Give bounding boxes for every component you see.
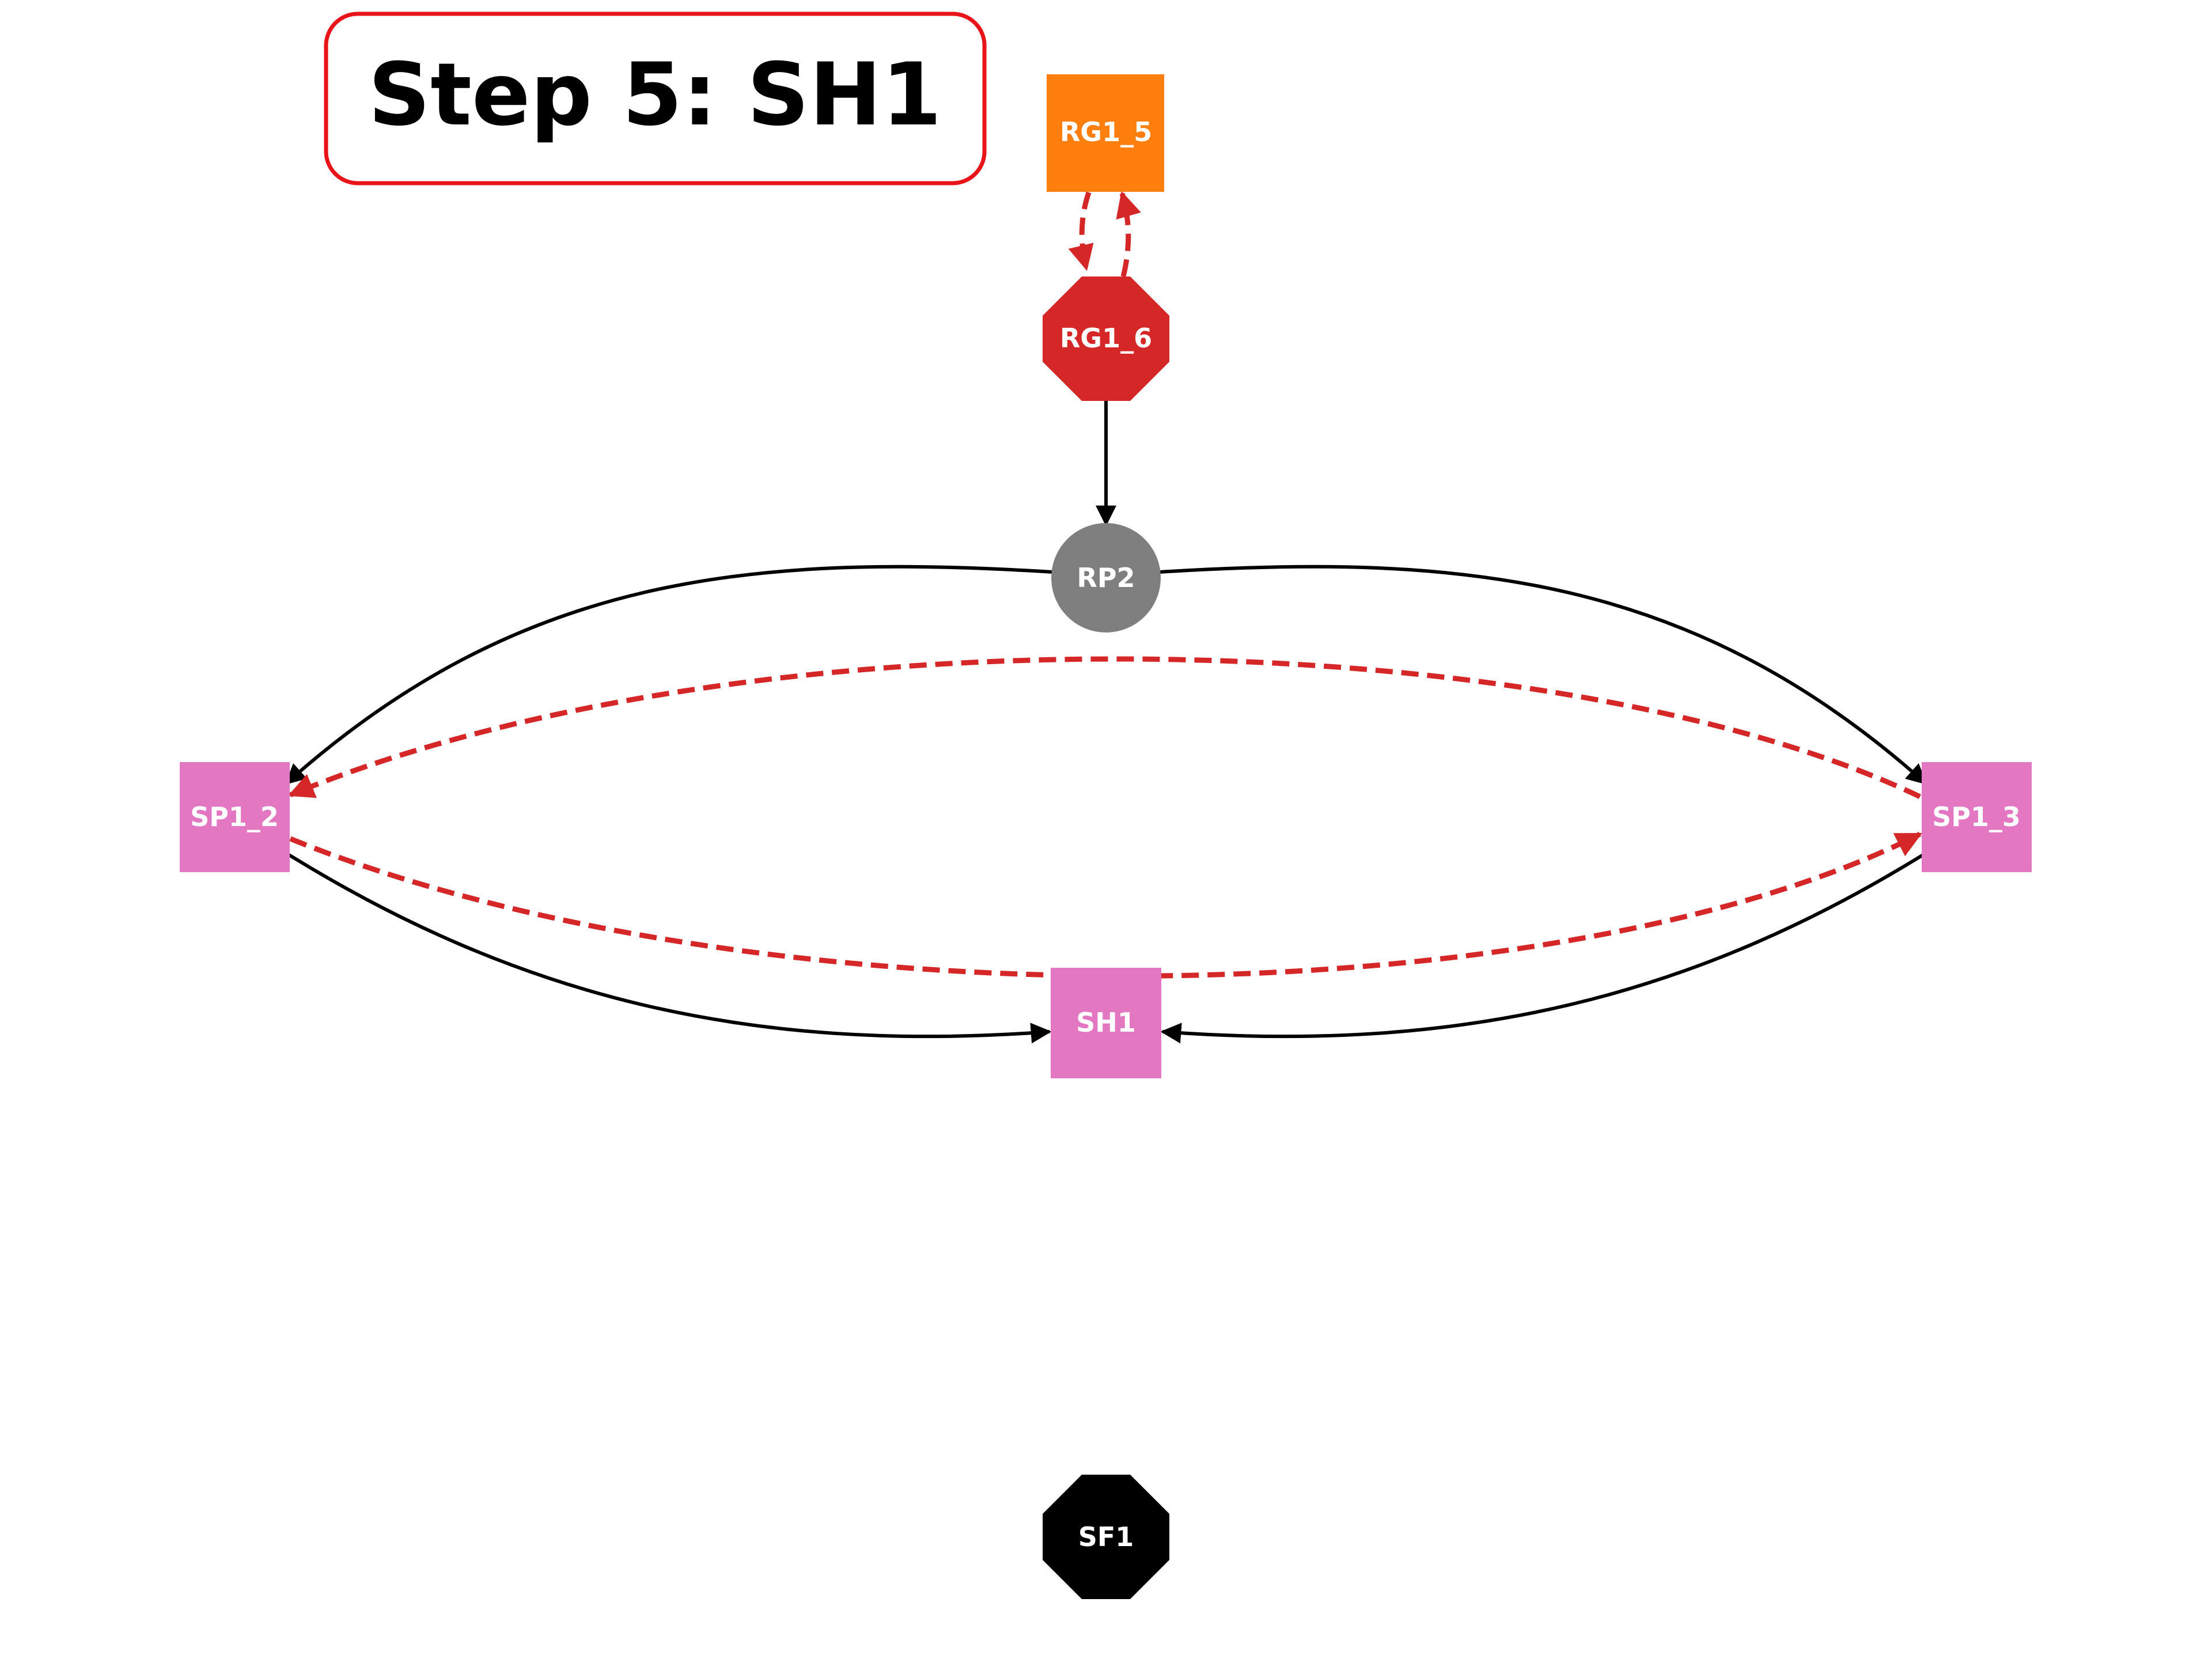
- rg1_5-label: RG1_5: [1060, 116, 1152, 147]
- title-box: Step 5: SH1: [324, 12, 987, 185]
- sf1-octagon: [1043, 1475, 1169, 1599]
- edge-sp1_3-to-sp1_2: [287, 656, 1921, 800]
- sh1-square: [1051, 968, 1161, 1078]
- sp1_2-square: [180, 762, 290, 872]
- rg1_5-square: [1047, 74, 1164, 192]
- rg1_6-octagon: [1043, 276, 1169, 401]
- node-sp1_2: SP1_2: [180, 762, 290, 872]
- edge-rg1_5-to-rg1_6: [1068, 191, 1094, 271]
- node-rg1_6: RG1_6: [1043, 276, 1169, 401]
- edge-rg1_6-to-rg1_5: [1116, 191, 1141, 278]
- node-sh1: SH1: [1051, 968, 1161, 1078]
- sh1-label: SH1: [1076, 1007, 1136, 1038]
- node-rp2: RP2: [1051, 523, 1161, 632]
- sp1_3-square: [1922, 762, 2032, 872]
- edge-rp2-to-sp1_3: [1159, 565, 1927, 785]
- edge-rp2-to-sp1_2: [285, 565, 1053, 785]
- sp1_3-label: SP1_3: [1932, 801, 2021, 832]
- node-sf1: SF1: [1043, 1475, 1169, 1599]
- node-sp1_3: SP1_3: [1922, 762, 2032, 872]
- edge-sp1_3-to-sh1: [1160, 853, 1925, 1044]
- edge-sp1_2-to-sp1_3: [289, 831, 1923, 979]
- edge-sp1_2-to-sh1: [287, 853, 1052, 1044]
- node-rg1_5: RG1_5: [1047, 74, 1164, 192]
- solid-edges: [285, 401, 1927, 1044]
- title-frame: [324, 12, 987, 185]
- rg1_6-label: RG1_6: [1060, 323, 1152, 354]
- diagram-title: Step 5: SH1: [368, 45, 942, 145]
- sf1-label: SF1: [1078, 1521, 1134, 1552]
- sp1_2-label: SP1_2: [190, 801, 279, 832]
- rp2-label: RP2: [1077, 562, 1135, 593]
- rp2-circle: [1051, 523, 1161, 632]
